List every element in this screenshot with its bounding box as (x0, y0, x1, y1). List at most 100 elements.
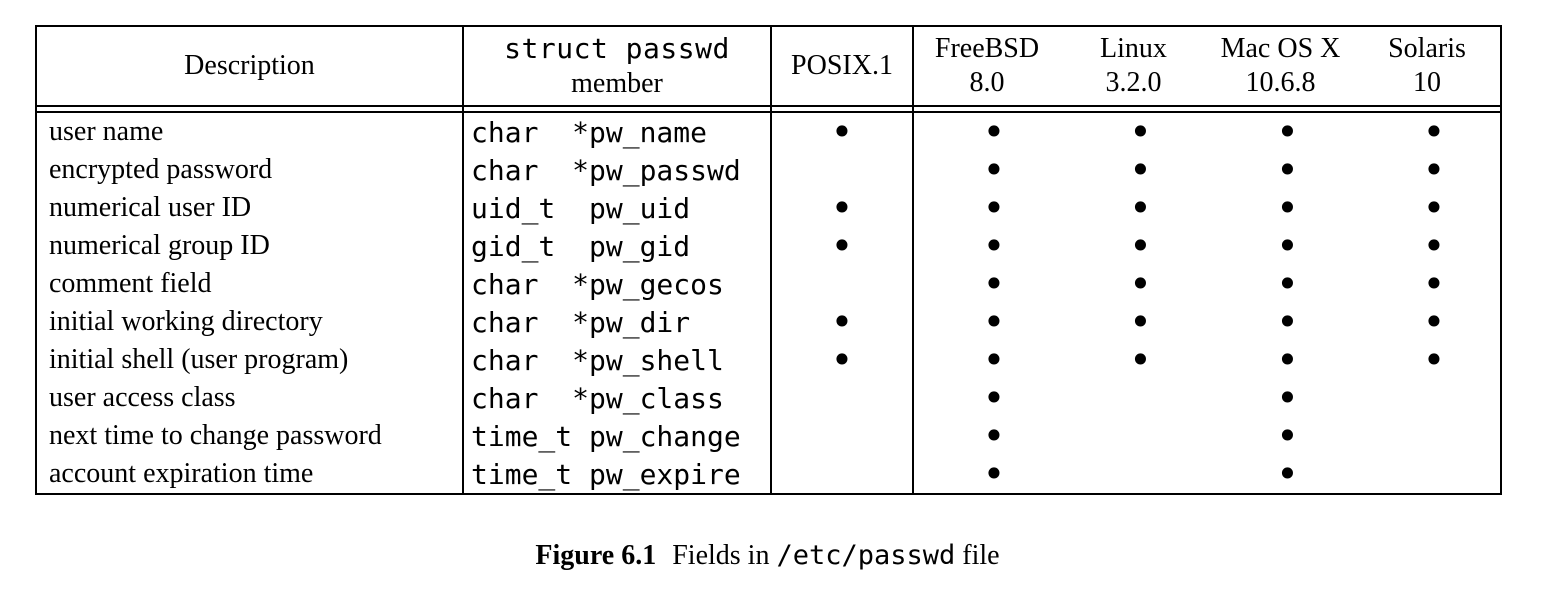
support-dot-linux (1060, 379, 1207, 417)
support-dot-macosx: • (1276, 110, 1299, 154)
solaris-version: 10 (1413, 67, 1441, 98)
column-header-solaris: Solaris 10 (1354, 26, 1501, 107)
caption-file-path: /etc/passwd (776, 540, 956, 571)
cell-member: char *pw_class (463, 379, 772, 417)
table-row: account expiration time time_t pw_expire… (36, 455, 1501, 494)
solaris-name: Solaris (1388, 33, 1466, 64)
support-dot-solaris (1354, 379, 1501, 417)
cell-member: time_t pw_change (463, 417, 772, 455)
support-dot-solaris: • (1422, 186, 1446, 230)
cell-description: user name (36, 112, 464, 151)
cell-description: initial shell (user program) (36, 341, 464, 379)
double-rule-spacer (36, 106, 1501, 113)
table-row: user name char *pw_name • • • • • (36, 112, 1501, 151)
support-dot-macosx: • (1276, 148, 1299, 192)
support-dot-posix: • (771, 303, 914, 341)
support-dot-posix: • (771, 189, 914, 227)
member-label: member (571, 68, 663, 99)
column-header-freebsd: FreeBSD 8.0 (913, 26, 1060, 107)
cell-description: account expiration time (36, 455, 464, 494)
freebsd-version: 8.0 (969, 67, 1005, 98)
cell-description: user access class (36, 379, 464, 417)
cell-member: char *pw_shell (463, 341, 772, 379)
support-dot-posix: • (771, 341, 914, 379)
cell-member: char *pw_gecos (463, 265, 772, 303)
figure-table-wrap: Description struct passwd member POSIX.1… (35, 25, 1502, 495)
macosx-version: 10.6.8 (1245, 67, 1316, 98)
macosx-name: Mac OS X (1220, 33, 1341, 64)
cell-member: char *pw_dir (463, 303, 772, 341)
support-dot-macosx: • (1276, 414, 1299, 458)
figure-number: Figure 6.1 (535, 540, 657, 571)
posix-label: POSIX.1 (791, 50, 893, 81)
support-dot-freebsd: • (982, 452, 1006, 496)
cell-description: encrypted password (36, 151, 464, 189)
support-dot-macosx: • (1276, 186, 1299, 230)
support-dot-macosx: • (1276, 376, 1299, 420)
support-dot-freebsd: • (982, 186, 1006, 230)
linux-name: Linux (1100, 33, 1167, 64)
support-dot-freebsd: • (982, 110, 1006, 154)
support-dot-macosx: • (1276, 452, 1299, 496)
cell-member: time_t pw_expire (463, 455, 772, 494)
support-dot-linux: • (1129, 148, 1152, 192)
support-dot-linux: • (1129, 338, 1152, 382)
header-row: Description struct passwd member POSIX.1… (36, 26, 1501, 107)
table-row: encrypted password char *pw_passwd • • •… (36, 151, 1501, 189)
caption-text-after: file (962, 540, 1000, 571)
support-dot-freebsd: • (982, 414, 1006, 458)
table-row: initial working directory char *pw_dir •… (36, 303, 1501, 341)
support-dot-linux (1060, 417, 1207, 455)
column-header-linux: Linux 3.2.0 (1060, 26, 1207, 107)
support-dot-linux: • (1129, 224, 1152, 268)
support-dot-posix: • (771, 227, 914, 265)
struct-passwd-label: struct passwd (504, 32, 730, 65)
support-dot-freebsd: • (982, 300, 1006, 344)
cell-description: numerical group ID (36, 227, 464, 265)
cell-member: char *pw_name (463, 112, 772, 151)
column-header-posix: POSIX.1 (771, 26, 914, 107)
table-row: user access class char *pw_class • • (36, 379, 1501, 417)
support-dot-solaris: • (1422, 110, 1446, 154)
support-dot-solaris: • (1422, 148, 1446, 192)
support-dot-solaris (1354, 455, 1501, 494)
support-dot-solaris: • (1422, 224, 1446, 268)
support-dot-macosx: • (1276, 262, 1299, 306)
cell-description: numerical user ID (36, 189, 464, 227)
figure-caption: Figure 6.1 Fields in /etc/passwd file (35, 540, 1500, 572)
support-dot-solaris: • (1422, 262, 1446, 306)
cell-description: initial working directory (36, 303, 464, 341)
cell-member: char *pw_passwd (463, 151, 772, 189)
support-dot-freebsd: • (982, 376, 1006, 420)
passwd-fields-table: Description struct passwd member POSIX.1… (35, 25, 1502, 495)
caption-text-before: Fields in (672, 540, 770, 571)
support-dot-posix (771, 417, 914, 455)
table-row: numerical user ID uid_t pw_uid • • • • • (36, 189, 1501, 227)
support-dot-posix (771, 455, 914, 494)
freebsd-name: FreeBSD (934, 33, 1040, 64)
cell-description: next time to change password (36, 417, 464, 455)
support-dot-posix (771, 151, 914, 189)
linux-version: 3.2.0 (1105, 67, 1162, 98)
support-dot-macosx: • (1276, 338, 1299, 382)
support-dot-freebsd: • (982, 338, 1006, 382)
support-dot-posix: • (771, 112, 914, 151)
column-header-struct-member: struct passwd member (463, 26, 772, 107)
support-dot-solaris (1354, 417, 1501, 455)
column-header-macosx: Mac OS X 10.6.8 (1207, 26, 1354, 107)
support-dot-freebsd: • (982, 148, 1006, 192)
support-dot-linux: • (1129, 186, 1152, 230)
cell-member: uid_t pw_uid (463, 189, 772, 227)
table-row: comment field char *pw_gecos • • • • (36, 265, 1501, 303)
column-header-description-label: Description (184, 50, 315, 81)
support-dot-freebsd: • (982, 262, 1006, 306)
support-dot-solaris: • (1422, 300, 1446, 344)
table-row: initial shell (user program) char *pw_sh… (36, 341, 1501, 379)
support-dot-posix (771, 265, 914, 303)
support-dot-linux: • (1129, 300, 1152, 344)
support-dot-macosx: • (1276, 224, 1299, 268)
support-dot-linux (1060, 455, 1207, 494)
table-row: next time to change password time_t pw_c… (36, 417, 1501, 455)
cell-member: gid_t pw_gid (463, 227, 772, 265)
